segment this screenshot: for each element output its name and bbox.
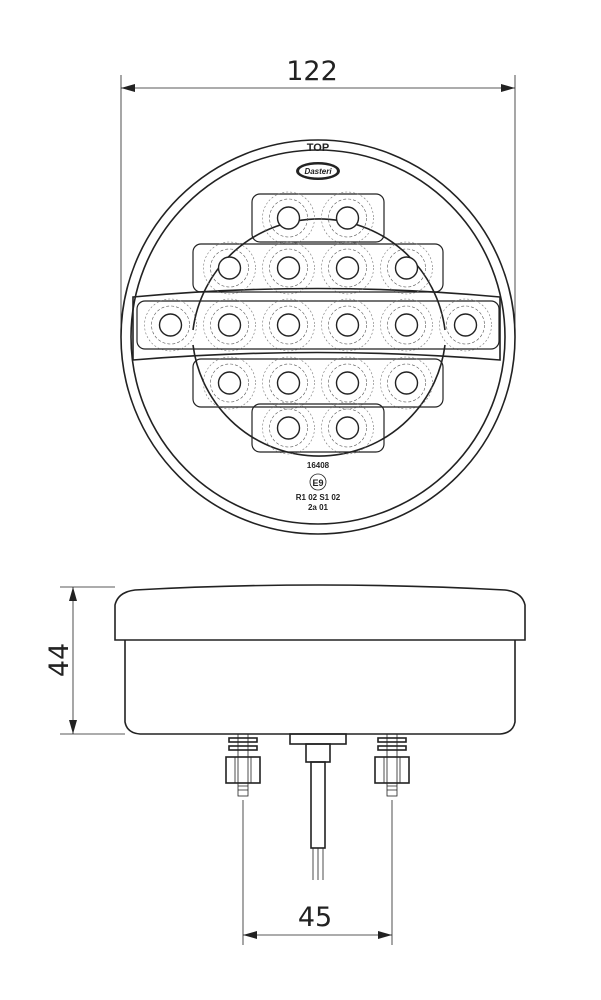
led-icon xyxy=(380,241,433,295)
brand-logo: Dasteri xyxy=(296,162,340,180)
width-label: 122 xyxy=(286,56,338,87)
top-label: TOP xyxy=(307,142,329,154)
led-icon xyxy=(203,356,256,410)
led-icon xyxy=(203,298,256,352)
led-icon xyxy=(321,191,374,245)
led-icon xyxy=(144,298,197,352)
led-icon xyxy=(262,191,315,245)
led-row xyxy=(251,193,385,243)
svg-text:E9: E9 xyxy=(312,478,323,488)
mounting-stud xyxy=(374,733,410,797)
width-dimension: 122 xyxy=(120,56,516,330)
led-icon xyxy=(203,241,256,295)
led-icon xyxy=(262,356,315,410)
codes-line-2: 2a 01 xyxy=(308,503,329,512)
led-row xyxy=(251,403,385,453)
height-dimension: 44 xyxy=(44,586,125,735)
led-icon xyxy=(380,298,433,352)
mounting-stud xyxy=(225,733,261,797)
led-icon xyxy=(262,298,315,352)
e-mark-icon: E9 xyxy=(309,473,327,491)
led-icon xyxy=(321,298,374,352)
led-icon xyxy=(321,401,374,455)
side-view xyxy=(114,584,526,880)
led-row xyxy=(192,243,444,293)
codes-line-1: R1 02 S1 02 xyxy=(296,493,341,502)
led-icon xyxy=(380,356,433,410)
led-icon xyxy=(262,241,315,295)
height-label: 44 xyxy=(44,643,75,677)
stud-spacing-label: 45 xyxy=(298,902,332,933)
stud-spacing-dimension: 45 xyxy=(242,800,393,945)
led-icon xyxy=(439,298,492,352)
led-icon xyxy=(262,401,315,455)
led-row xyxy=(136,300,500,350)
approval-number: 16408 xyxy=(307,461,330,470)
led-row xyxy=(192,358,444,408)
front-view: TOP Dasteri 16408 E9 R1 02 S1 02 2a 01 xyxy=(120,139,516,535)
svg-text:Dasteri: Dasteri xyxy=(304,167,332,176)
led-icon xyxy=(321,241,374,295)
led-icon xyxy=(321,356,374,410)
led-array xyxy=(136,191,500,455)
